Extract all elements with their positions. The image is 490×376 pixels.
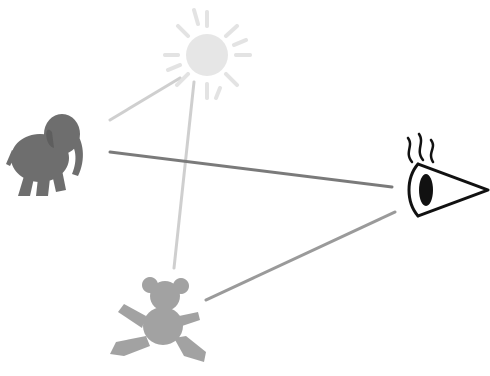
connection-lines bbox=[110, 78, 395, 300]
line-sun-to-elephant bbox=[110, 78, 180, 120]
line-sun-to-teddy-bear bbox=[174, 82, 194, 268]
eye-icon bbox=[408, 134, 488, 216]
sun-icon bbox=[165, 10, 250, 98]
line-elephant-to-eye bbox=[110, 152, 392, 187]
line-teddy-bear-to-eye bbox=[206, 212, 395, 300]
teddy-bear-icon bbox=[110, 277, 206, 362]
elephant-icon bbox=[6, 114, 83, 196]
